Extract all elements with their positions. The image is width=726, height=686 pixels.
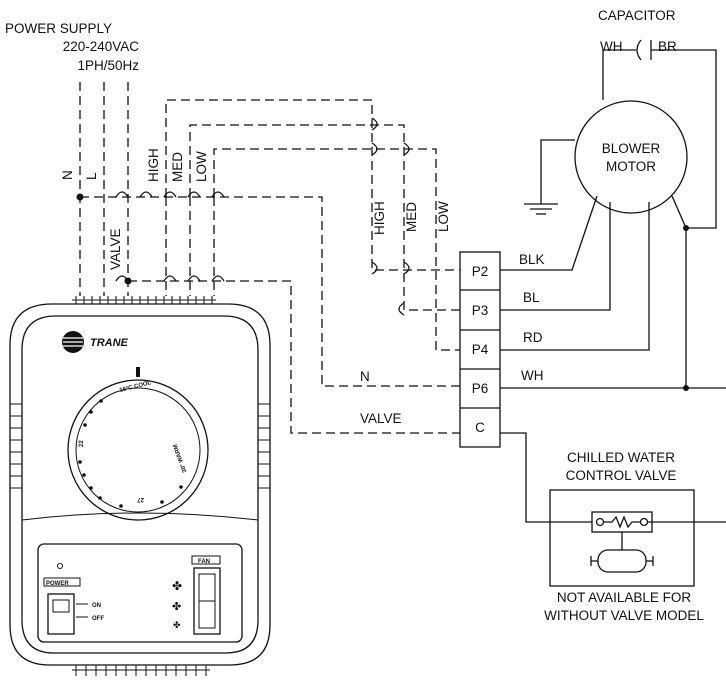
valve-title-line1: CHILLED WATER: [567, 450, 675, 465]
terminal-p4: P4: [472, 342, 489, 357]
motor-neutral-wire: [671, 195, 687, 388]
capacitor-wh: WH: [600, 39, 623, 54]
power-label: POWER: [46, 581, 69, 587]
motor-label-line1: BLOWER: [602, 141, 661, 156]
capacitor-br: BR: [658, 39, 677, 54]
supply-n-label: N: [60, 170, 75, 180]
wire-color-bl: BL: [523, 290, 540, 305]
dashed-wiring: [80, 99, 460, 434]
dial-mark-27: 27: [137, 496, 144, 502]
terminal-p2: P2: [472, 264, 489, 279]
fan-speed-icons: ✤ ✤ ✤: [172, 579, 182, 630]
dial-ticks: [78, 399, 183, 508]
valve-wire-label: VALVE: [360, 411, 402, 426]
terminal-block: P2 P3 P4 P6 C: [459, 251, 501, 448]
med-label-mid: MED: [404, 202, 419, 232]
low-label-top: LOW: [194, 151, 209, 182]
wire-color-wh: WH: [521, 368, 544, 383]
n-wire-label: N: [360, 369, 370, 384]
supply-wires: [79, 82, 129, 296]
power-supply-phase: 1PH/50Hz: [77, 58, 139, 73]
high-label-top: HIGH: [146, 148, 161, 182]
valve-title-line2: CONTROL VALVE: [566, 468, 677, 483]
valve-note-line2: WITHOUT VALVE MODEL: [544, 608, 704, 623]
terminal-p6: P6: [472, 381, 489, 396]
low-label-mid: LOW: [436, 201, 451, 232]
valve-note-line1: NOT AVAILABLE FOR: [557, 590, 692, 605]
power-supply-voltage: 220-240VAC: [63, 39, 140, 54]
fan-label: FAN: [198, 559, 210, 565]
power-switch[interactable]: [47, 593, 75, 635]
dial-mark-22: 22: [79, 440, 85, 447]
med-label-top: MED: [170, 152, 185, 182]
junction-dot-valve: [124, 277, 132, 285]
junction-dot-p6: [683, 385, 689, 391]
fan-high-icon: ✤: [172, 579, 182, 593]
fan-label-box: [191, 555, 221, 565]
motor-label-line2: MOTOR: [606, 159, 656, 174]
ground-icon: [524, 139, 575, 215]
blower-motor-circle: [574, 100, 688, 214]
junction-dot-cap: [683, 225, 689, 231]
terminal-c: C: [475, 420, 485, 435]
thermostat-side-grips: [10, 403, 270, 489]
thermostat: TRANE 16°C COOL 22 27 30° WARM POWER: [9, 296, 271, 676]
supply-l-label: L: [84, 172, 99, 180]
brand-name: TRANE: [90, 337, 129, 349]
fan-med-icon: ✤: [172, 601, 181, 613]
fan-low-icon: ✤: [173, 620, 181, 630]
high-label-mid: HIGH: [372, 201, 387, 235]
crossover-loops: [115, 117, 410, 316]
supply-valve-label: VALVE: [108, 228, 123, 270]
terminal-p3: P3: [472, 303, 489, 318]
junction-dot-n: [76, 193, 84, 201]
switch-off-label: OFF: [92, 616, 104, 622]
capacitor-title: CAPACITOR: [598, 8, 676, 23]
switch-on-label: ON: [92, 603, 101, 609]
dial-mark-warm: 30° WARM: [173, 443, 189, 473]
dial-pointer: [136, 367, 140, 377]
fan-switch[interactable]: [193, 567, 221, 635]
capacitor-symbol: [602, 39, 717, 229]
thermostat-bottom-terminals: [72, 665, 210, 676]
power-supply-title: POWER SUPPLY: [5, 21, 112, 36]
temperature-dial[interactable]: [67, 379, 209, 521]
dial-mark-cool: 16°C COOL: [119, 380, 152, 394]
wire-color-rd: RD: [523, 330, 543, 345]
motor-wires: [500, 195, 726, 523]
wire-color-blk: BLK: [519, 252, 545, 267]
trane-logo: TRANE: [62, 331, 129, 353]
control-panel: [37, 543, 243, 643]
thermostat-top-terminals: [72, 296, 216, 304]
control-valve-symbol: [549, 489, 726, 587]
indicator-light: [57, 563, 63, 569]
power-label-box: [43, 577, 81, 587]
